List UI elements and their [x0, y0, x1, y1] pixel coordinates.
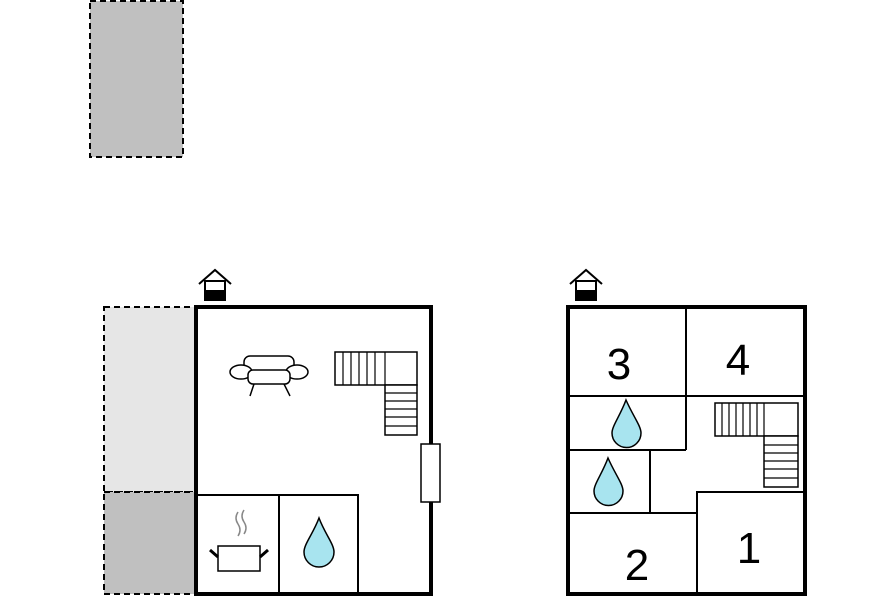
staircase-icon [714, 402, 799, 488]
terrace-light-area [103, 306, 197, 493]
water-drop-icon [593, 456, 624, 507]
cooking-pot-icon [209, 509, 269, 572]
ground-floor-interior-walls [196, 494, 359, 594]
ground-floor-plan [103, 268, 441, 596]
house-entrance-icon [569, 268, 603, 301]
staircase-icon [334, 351, 418, 436]
sofa-icon [229, 355, 309, 397]
room-number-4: 4 [726, 336, 750, 385]
wall-room1 [696, 491, 805, 594]
upper-floor-plan: 3 4 2 1 [566, 268, 807, 596]
terrace-dark-area [103, 491, 197, 595]
water-drop-icon [303, 515, 335, 568]
water-drop-icon [611, 398, 642, 449]
room-number-1: 1 [737, 524, 761, 573]
window-icon [420, 443, 441, 503]
detached-terrace [89, 0, 184, 158]
room-number-2: 2 [625, 541, 649, 590]
room-number-3: 3 [607, 340, 631, 389]
house-entrance-icon [198, 268, 232, 301]
